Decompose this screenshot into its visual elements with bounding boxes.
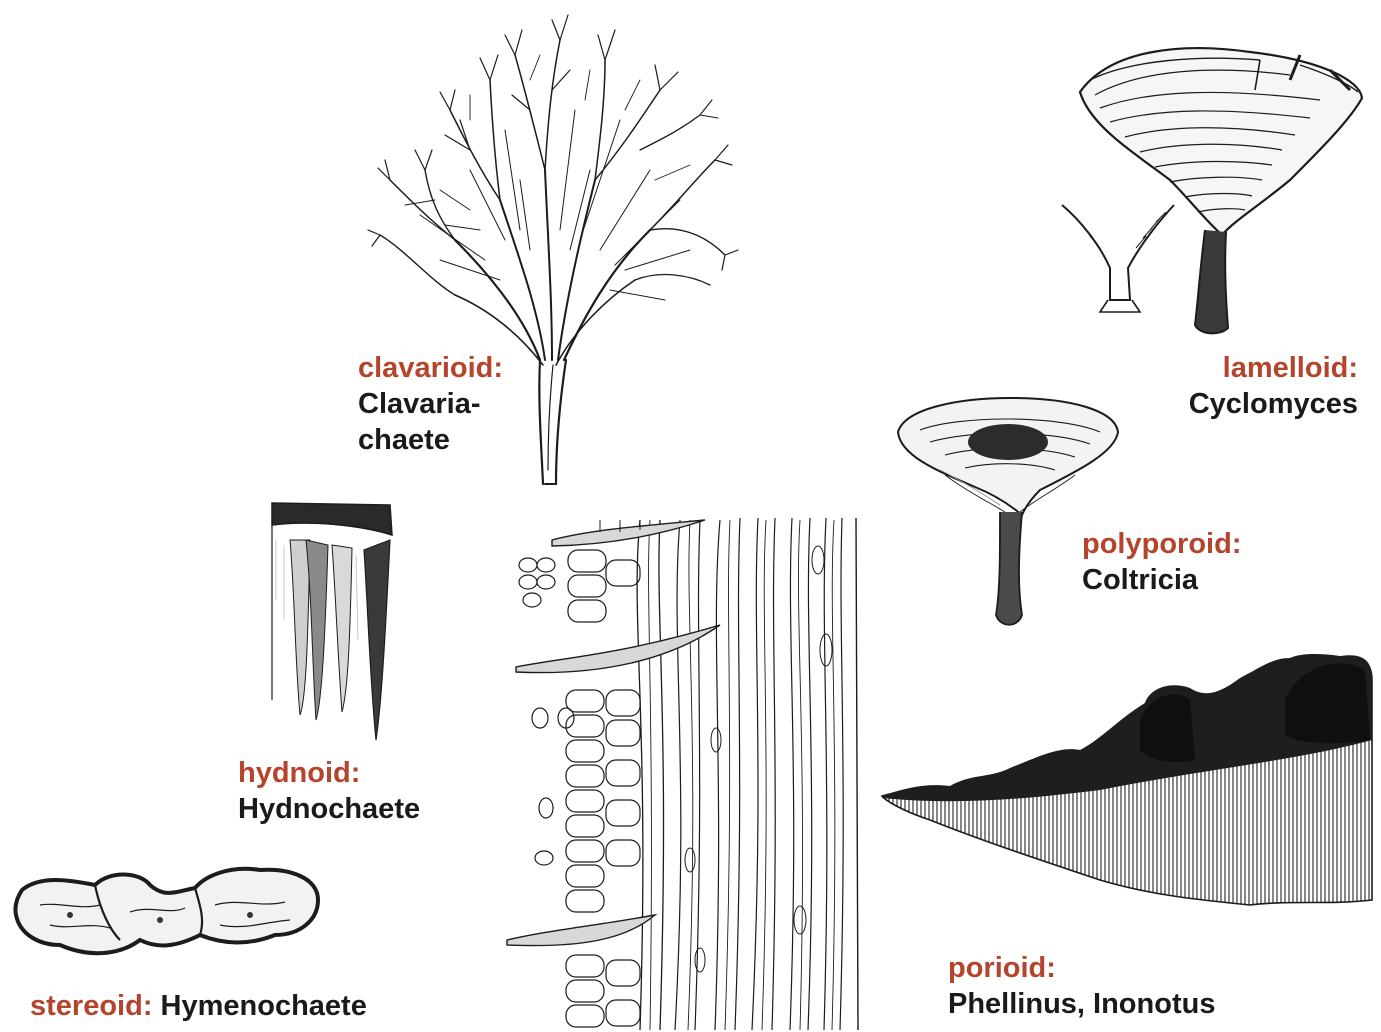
porioid-label: porioid: Phellinus, Inonotus xyxy=(948,950,1215,1022)
hymenium-setae-section-drawing xyxy=(507,518,858,1030)
porioid-category: porioid: xyxy=(948,950,1215,986)
resupinate-pore-crust-drawing xyxy=(882,654,1372,905)
polyporoid-label: polyporoid: Coltricia xyxy=(1082,526,1241,598)
hydnoid-genus: Hydnochaete xyxy=(238,791,420,827)
spine-section-drawing xyxy=(272,503,392,740)
stereoid-genus: Hymenochaete xyxy=(161,990,367,1022)
clavarioid-label: clavarioid: Clavaria- chaete xyxy=(358,350,503,458)
porioid-genus: Phellinus, Inonotus xyxy=(948,986,1215,1022)
hydnoid-category: hydnoid: xyxy=(238,755,420,791)
polyporoid-category: polyporoid: xyxy=(1082,526,1241,562)
smooth-crust-drawing xyxy=(15,869,318,953)
stereoid-label: stereoid: Hymenochaete xyxy=(30,988,367,1024)
lamelloid-category: lamelloid: xyxy=(1100,350,1358,386)
stereoid-category: stereoid: xyxy=(30,990,152,1022)
lamelloid-genus: Cyclomyces xyxy=(1100,386,1358,422)
hydnoid-label: hydnoid: Hydnochaete xyxy=(238,755,420,827)
clavarioid-genus-line2: chaete xyxy=(358,422,503,458)
polyporoid-genus: Coltricia xyxy=(1082,562,1241,598)
funnel-gilled-fruitbody-drawing xyxy=(1062,48,1362,333)
clavarioid-category: clavarioid: xyxy=(358,350,503,386)
lamelloid-label: lamelloid: Cyclomyces xyxy=(1100,350,1358,422)
clavarioid-genus-line1: Clavaria- xyxy=(358,386,503,422)
